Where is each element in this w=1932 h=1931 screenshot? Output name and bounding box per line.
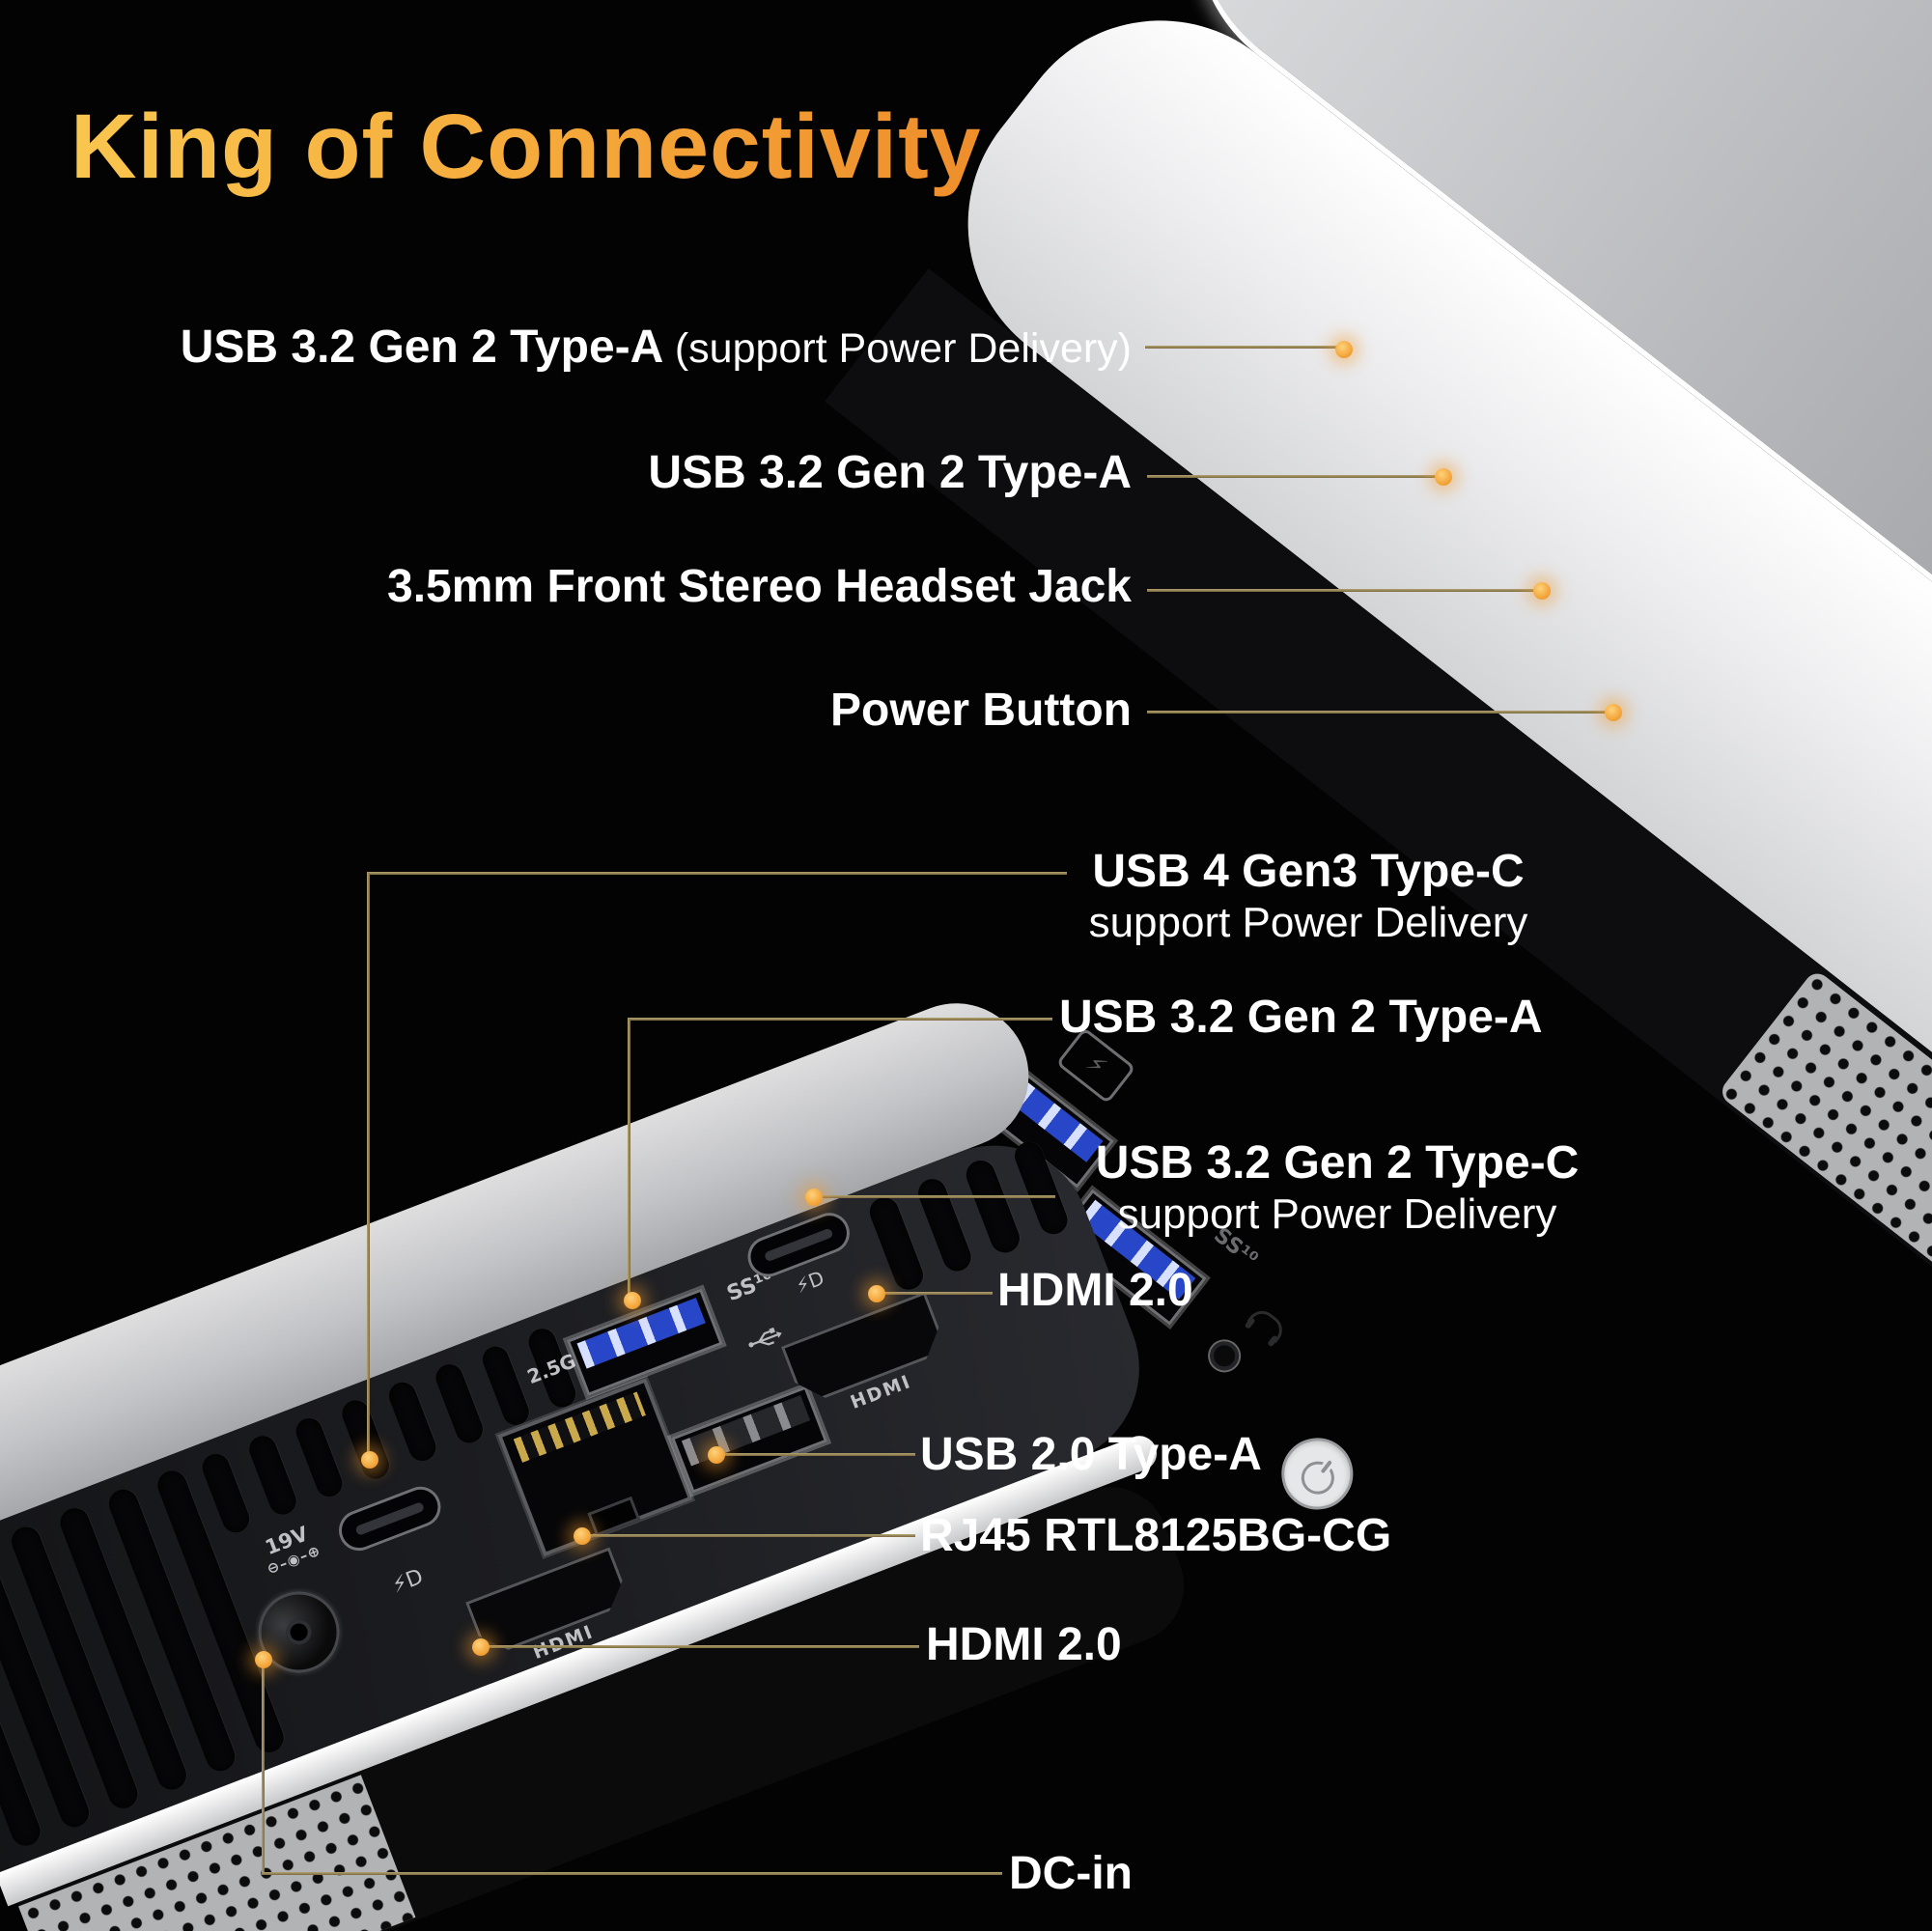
callout-line <box>628 1019 630 1301</box>
callout-line <box>1147 589 1539 592</box>
callout-label-usbc: USB 3.2 Gen 2 Type-C support Power Deliv… <box>1067 1137 1608 1240</box>
callout-line <box>367 873 370 1462</box>
label-text: USB 4 Gen3 Type-C <box>1092 846 1525 897</box>
callout-line <box>1147 711 1610 714</box>
callout-line <box>367 872 1067 875</box>
callout-dot <box>472 1638 490 1656</box>
callout-line <box>484 1645 919 1648</box>
callout-label-power-button: Power Button <box>830 684 1132 736</box>
vent-slot <box>384 1378 440 1466</box>
vent-slot <box>962 1156 1023 1257</box>
callout-line <box>585 1534 915 1537</box>
callout-line <box>719 1453 915 1456</box>
callout-label-usb20: USB 2.0 Type-A <box>920 1428 1262 1480</box>
vent-slot <box>244 1432 300 1519</box>
callout-label-rj45: RJ45 RTL8125BG-CG <box>920 1509 1392 1561</box>
vent-slot <box>338 1396 393 1483</box>
callout-dot <box>255 1651 272 1668</box>
callout-line <box>880 1292 993 1295</box>
vent-slot <box>913 1174 975 1275</box>
callout-line <box>817 1195 1055 1198</box>
label-text: USB 3.2 Gen 2 Type-C <box>1095 1137 1580 1189</box>
callout-dot <box>868 1285 885 1302</box>
callout-label-usb32-pd: USB 3.2 Gen 2 Type-A (support Power Deli… <box>180 321 1132 373</box>
usb-trident-icon <box>748 1327 782 1348</box>
callout-label-dc-in: DC-in <box>1009 1847 1133 1899</box>
callout-label-headset-jack: 3.5mm Front Stereo Headset Jack <box>387 560 1132 612</box>
callout-label-hdmi-1: HDMI 2.0 <box>997 1264 1193 1316</box>
callout-dot <box>708 1446 725 1464</box>
label-subtitle: support Power Delivery <box>1117 1190 1557 1238</box>
vent-slot <box>292 1413 347 1501</box>
callout-dot <box>1435 468 1452 486</box>
callout-line <box>262 1660 265 1874</box>
callout-dot <box>805 1189 823 1206</box>
callout-label-usb32-rear: USB 3.2 Gen 2 Type-A <box>1059 991 1543 1043</box>
label-subtitle: support Power Delivery <box>1088 899 1528 946</box>
callout-dot <box>624 1292 641 1309</box>
callout-dot <box>574 1527 591 1545</box>
callout-dot <box>1605 704 1622 721</box>
callout-label-usb4: USB 4 Gen3 Type-C support Power Delivery <box>1072 846 1545 948</box>
callout-dot <box>361 1451 378 1469</box>
label-note: (support Power Delivery) <box>674 324 1132 372</box>
vent-slot <box>432 1360 487 1447</box>
callout-line <box>1145 346 1344 349</box>
page-title: King of Connectivity <box>70 96 982 198</box>
callout-label-hdmi-2: HDMI 2.0 <box>926 1618 1122 1670</box>
callout-dot <box>1533 582 1551 600</box>
callout-line <box>628 1018 1052 1021</box>
callout-dot <box>1335 341 1353 358</box>
label-text: USB 3.2 Gen 2 Type-A <box>180 321 662 373</box>
mini-pc-rear-view: 19V ⊖–◉–⊕ ⚡D HDMI 2.5G SS¹⁰ <box>0 691 1732 1931</box>
callout-line <box>262 1872 1002 1875</box>
callout-line <box>1147 475 1441 478</box>
callout-label-usb32: USB 3.2 Gen 2 Type-A <box>648 446 1132 498</box>
